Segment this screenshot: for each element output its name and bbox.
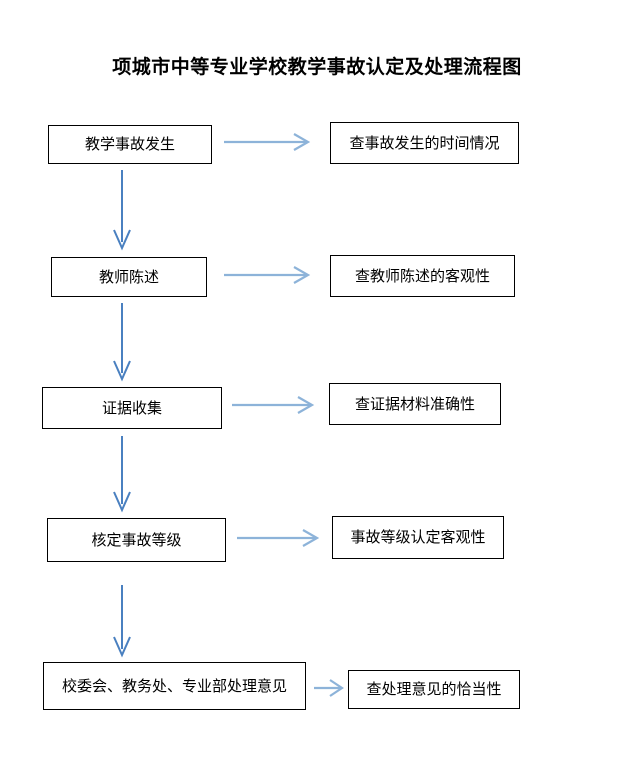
arrow-right-icon-1	[224, 133, 311, 151]
process-box-5[interactable]: 校委会、教务处、专业部处理意见	[43, 662, 306, 710]
arrow-right-icon-2	[224, 266, 311, 284]
check-box-3-label: 查证据材料准确性	[354, 394, 475, 413]
check-box-5[interactable]: 查处理意见的恰当性	[348, 670, 520, 709]
check-box-2[interactable]: 查教师陈述的客观性	[330, 255, 515, 297]
process-box-4-label: 核定事故等级	[91, 530, 182, 549]
check-box-2-label: 查教师陈述的客观性	[354, 266, 490, 285]
check-box-4[interactable]: 事故等级认定客观性	[332, 516, 504, 559]
process-box-3[interactable]: 证据收集	[42, 387, 222, 429]
check-box-1-label: 查事故发生的时间情况	[349, 133, 500, 152]
check-box-4-label: 事故等级认定客观性	[350, 528, 486, 547]
check-box-1[interactable]: 查事故发生的时间情况	[330, 122, 519, 164]
process-box-3-label: 证据收集	[101, 398, 162, 417]
connector-arrow-down-1	[113, 170, 131, 251]
arrow-right-icon-5	[314, 679, 344, 697]
page-title: 项城市中等专业学校教学事故认定及处理流程图	[112, 56, 522, 78]
process-box-2-label: 教师陈述	[98, 267, 159, 286]
process-box-1-label: 教学事故发生	[84, 135, 175, 154]
arrow-right-icon-3	[232, 396, 315, 414]
check-box-5-label: 查处理意见的恰当性	[366, 680, 502, 699]
process-box-1[interactable]: 教学事故发生	[48, 125, 212, 164]
arrow-right-icon-4	[237, 529, 320, 547]
connector-arrow-down-4	[113, 585, 131, 658]
check-box-3[interactable]: 查证据材料准确性	[329, 383, 501, 425]
connector-arrow-down-2	[113, 303, 131, 382]
process-box-4[interactable]: 核定事故等级	[47, 518, 226, 562]
process-box-5-label: 校委会、教务处、专业部处理意见	[61, 676, 287, 695]
process-box-2[interactable]: 教师陈述	[51, 257, 207, 297]
connector-arrow-down-3	[113, 436, 131, 513]
